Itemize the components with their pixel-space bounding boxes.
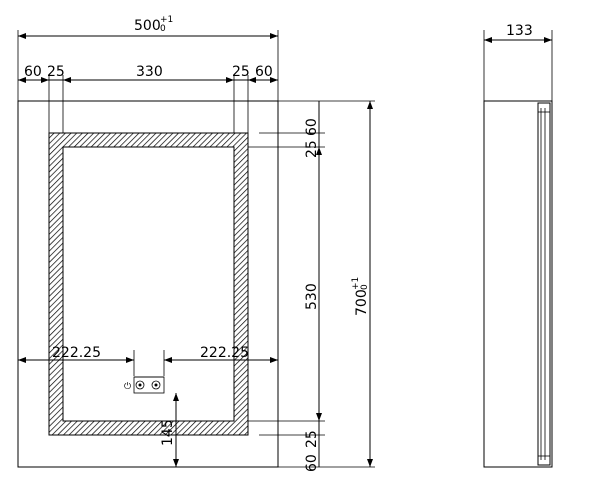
right-seg-5: 60 bbox=[304, 454, 320, 472]
switch-height: 145 bbox=[160, 419, 176, 446]
switch-offset-left: 222.25 bbox=[52, 345, 101, 361]
right-seg-4: 25 bbox=[304, 430, 320, 448]
touch-switch: ⏻ bbox=[124, 376, 165, 394]
depth-label: 133 bbox=[506, 23, 533, 39]
mirror-outline bbox=[17, 100, 279, 468]
overall-height-tol-upper: +1 bbox=[351, 277, 361, 290]
front-view: ⏻ 500 +1 0 60 25 330 25 60 bbox=[17, 15, 375, 472]
right-seg-1: 60 bbox=[304, 118, 320, 136]
top-seg-5: 60 bbox=[255, 64, 273, 80]
cabinet-body-side bbox=[483, 100, 553, 468]
door-side bbox=[537, 102, 551, 466]
overall-width-label: 500 bbox=[134, 18, 161, 34]
overall-height-label: 700 bbox=[354, 289, 370, 316]
right-seg-3: 530 bbox=[304, 283, 320, 310]
top-seg-1: 60 bbox=[24, 64, 42, 80]
top-seg-2: 25 bbox=[47, 64, 65, 80]
overall-width-tol-lower: 0 bbox=[160, 24, 166, 34]
overall-width-tol-upper: +1 bbox=[160, 15, 173, 25]
switch-offset-right: 222.25 bbox=[200, 345, 249, 361]
svg-text:⏻: ⏻ bbox=[124, 381, 131, 392]
top-seg-4: 25 bbox=[232, 64, 250, 80]
side-view: 133 bbox=[483, 23, 553, 468]
led-frame bbox=[48, 132, 249, 436]
top-seg-3: 330 bbox=[136, 64, 163, 80]
right-seg-2: 25 bbox=[304, 140, 320, 158]
overall-height-tol-lower: 0 bbox=[360, 284, 370, 290]
